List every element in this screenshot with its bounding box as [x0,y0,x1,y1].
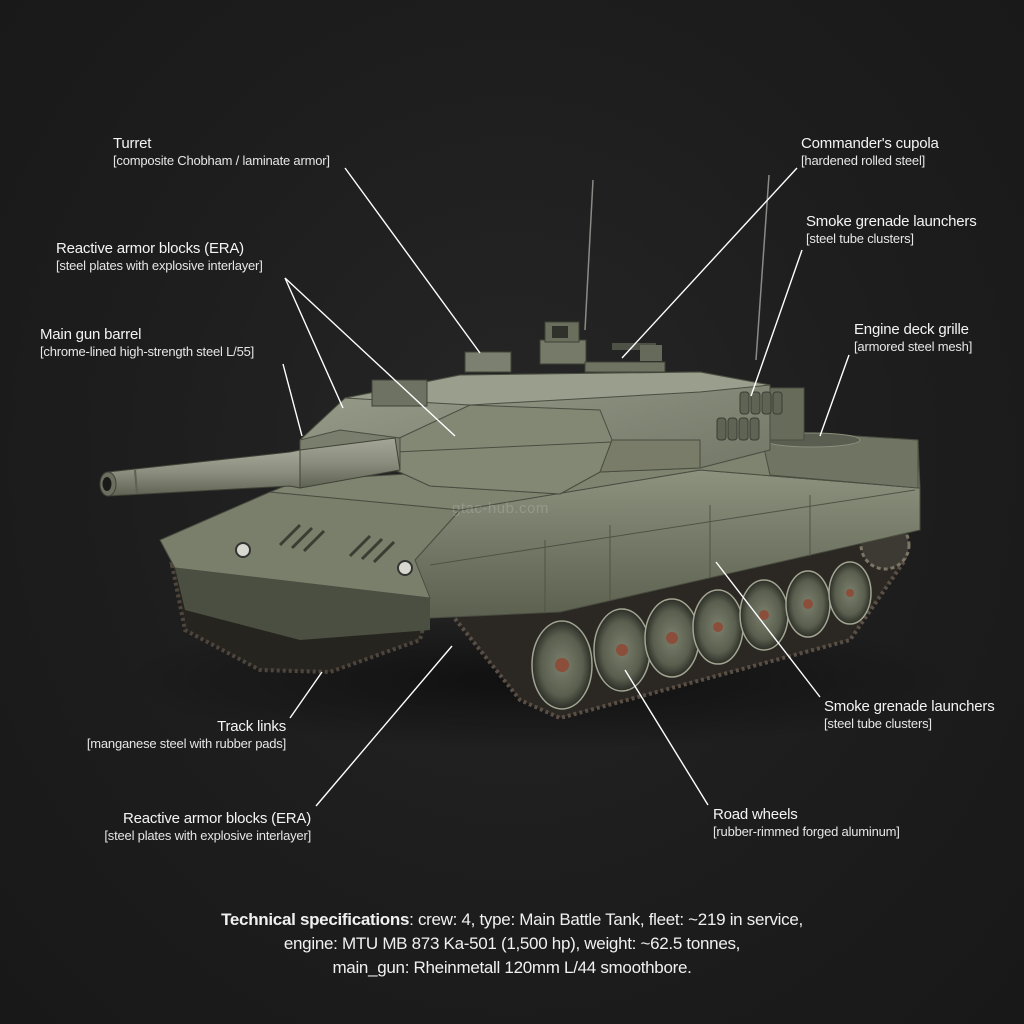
callout-commanders-cupola: Commander's cupola [hardened rolled stee… [801,135,939,169]
callout-track-links: Track links [manganese steel with rubber… [87,718,286,752]
leader-lines [282,167,850,807]
antenna-left [584,179,594,331]
callout-title: Turret [113,135,152,152]
headlight-right [397,560,413,576]
callout-smoke-launchers-lower: Smoke grenade launchers [steel tube clus… [824,698,995,732]
callout-main-gun: Main gun barrel [chrome-lined high-stren… [40,326,254,360]
callout-title: Main gun barrel [40,326,142,343]
callout-era-lower: Reactive armor blocks (ERA) [steel plate… [104,810,311,844]
callout-material: [manganese steel with rubber pads] [86,736,286,752]
callout-material: [hardened rolled steel] [801,153,926,169]
specs-line-1: Technical specifications: crew: 4, type:… [140,908,884,932]
specs-heading: Technical specifications [221,910,410,929]
gunner-sight [464,351,512,373]
callout-material: [steel tube clusters] [806,231,914,247]
commander-periscope [539,339,587,365]
callout-title: Reactive armor blocks (ERA) [123,810,311,827]
callout-title: Track links [217,718,286,735]
commander-cupola [584,361,666,373]
callout-title: Road wheels [713,806,798,823]
hull-lower-front [175,568,430,640]
callout-title: Smoke grenade launchers [806,213,977,230]
technical-specifications: Technical specifications: crew: 4, type:… [140,908,884,980]
callout-material: [steel plates with explosive interlayer] [104,828,311,844]
headlight-left [235,542,251,558]
turret-roof [344,371,771,406]
specs-line-2: engine: MTU MB 873 Ka-501 (1,500 hp), we… [283,934,741,953]
callout-material: [rubber-rimmed forged aluminum] [713,824,900,840]
specs-line-1-text: : crew: 4, type: Main Battle Tank, fleet… [409,910,803,929]
callout-material: [steel plates with explosive interlayer] [56,258,263,274]
callout-engine-deck-grille: Engine deck grille [armored steel mesh] [854,321,972,355]
callout-title: Engine deck grille [854,321,969,338]
cupola-machine-gun [612,343,656,350]
callout-smoke-launchers-upper: Smoke grenade launchers [steel tube clus… [806,213,977,247]
callout-turret: Turret [composite Chobham / laminate arm… [113,135,330,169]
callout-title: Smoke grenade launchers [824,698,995,715]
callout-material: [composite Chobham / laminate armor] [113,153,330,169]
road-wheels [531,519,911,710]
callout-title: Commander's cupola [801,135,939,152]
callout-material: [steel tube clusters] [824,716,932,732]
antenna-right [755,174,770,361]
callout-title: Reactive armor blocks (ERA) [56,240,244,257]
smoke-launcher-cluster [716,391,783,441]
callout-material: [chrome-lined high-strength steel L/55] [40,344,255,360]
specs-line-3: main_gun: Rheinmetall 120mm L/44 smoothb… [332,958,692,977]
watermark: gtac-hub.com [452,500,549,517]
barrel-thermal-sleeve [299,437,401,489]
callout-era-upper: Reactive armor blocks (ERA) [steel plate… [56,240,263,274]
callout-road-wheels: Road wheels [rubber-rimmed forged alumin… [713,806,900,840]
callout-material: [armored steel mesh] [854,339,973,355]
